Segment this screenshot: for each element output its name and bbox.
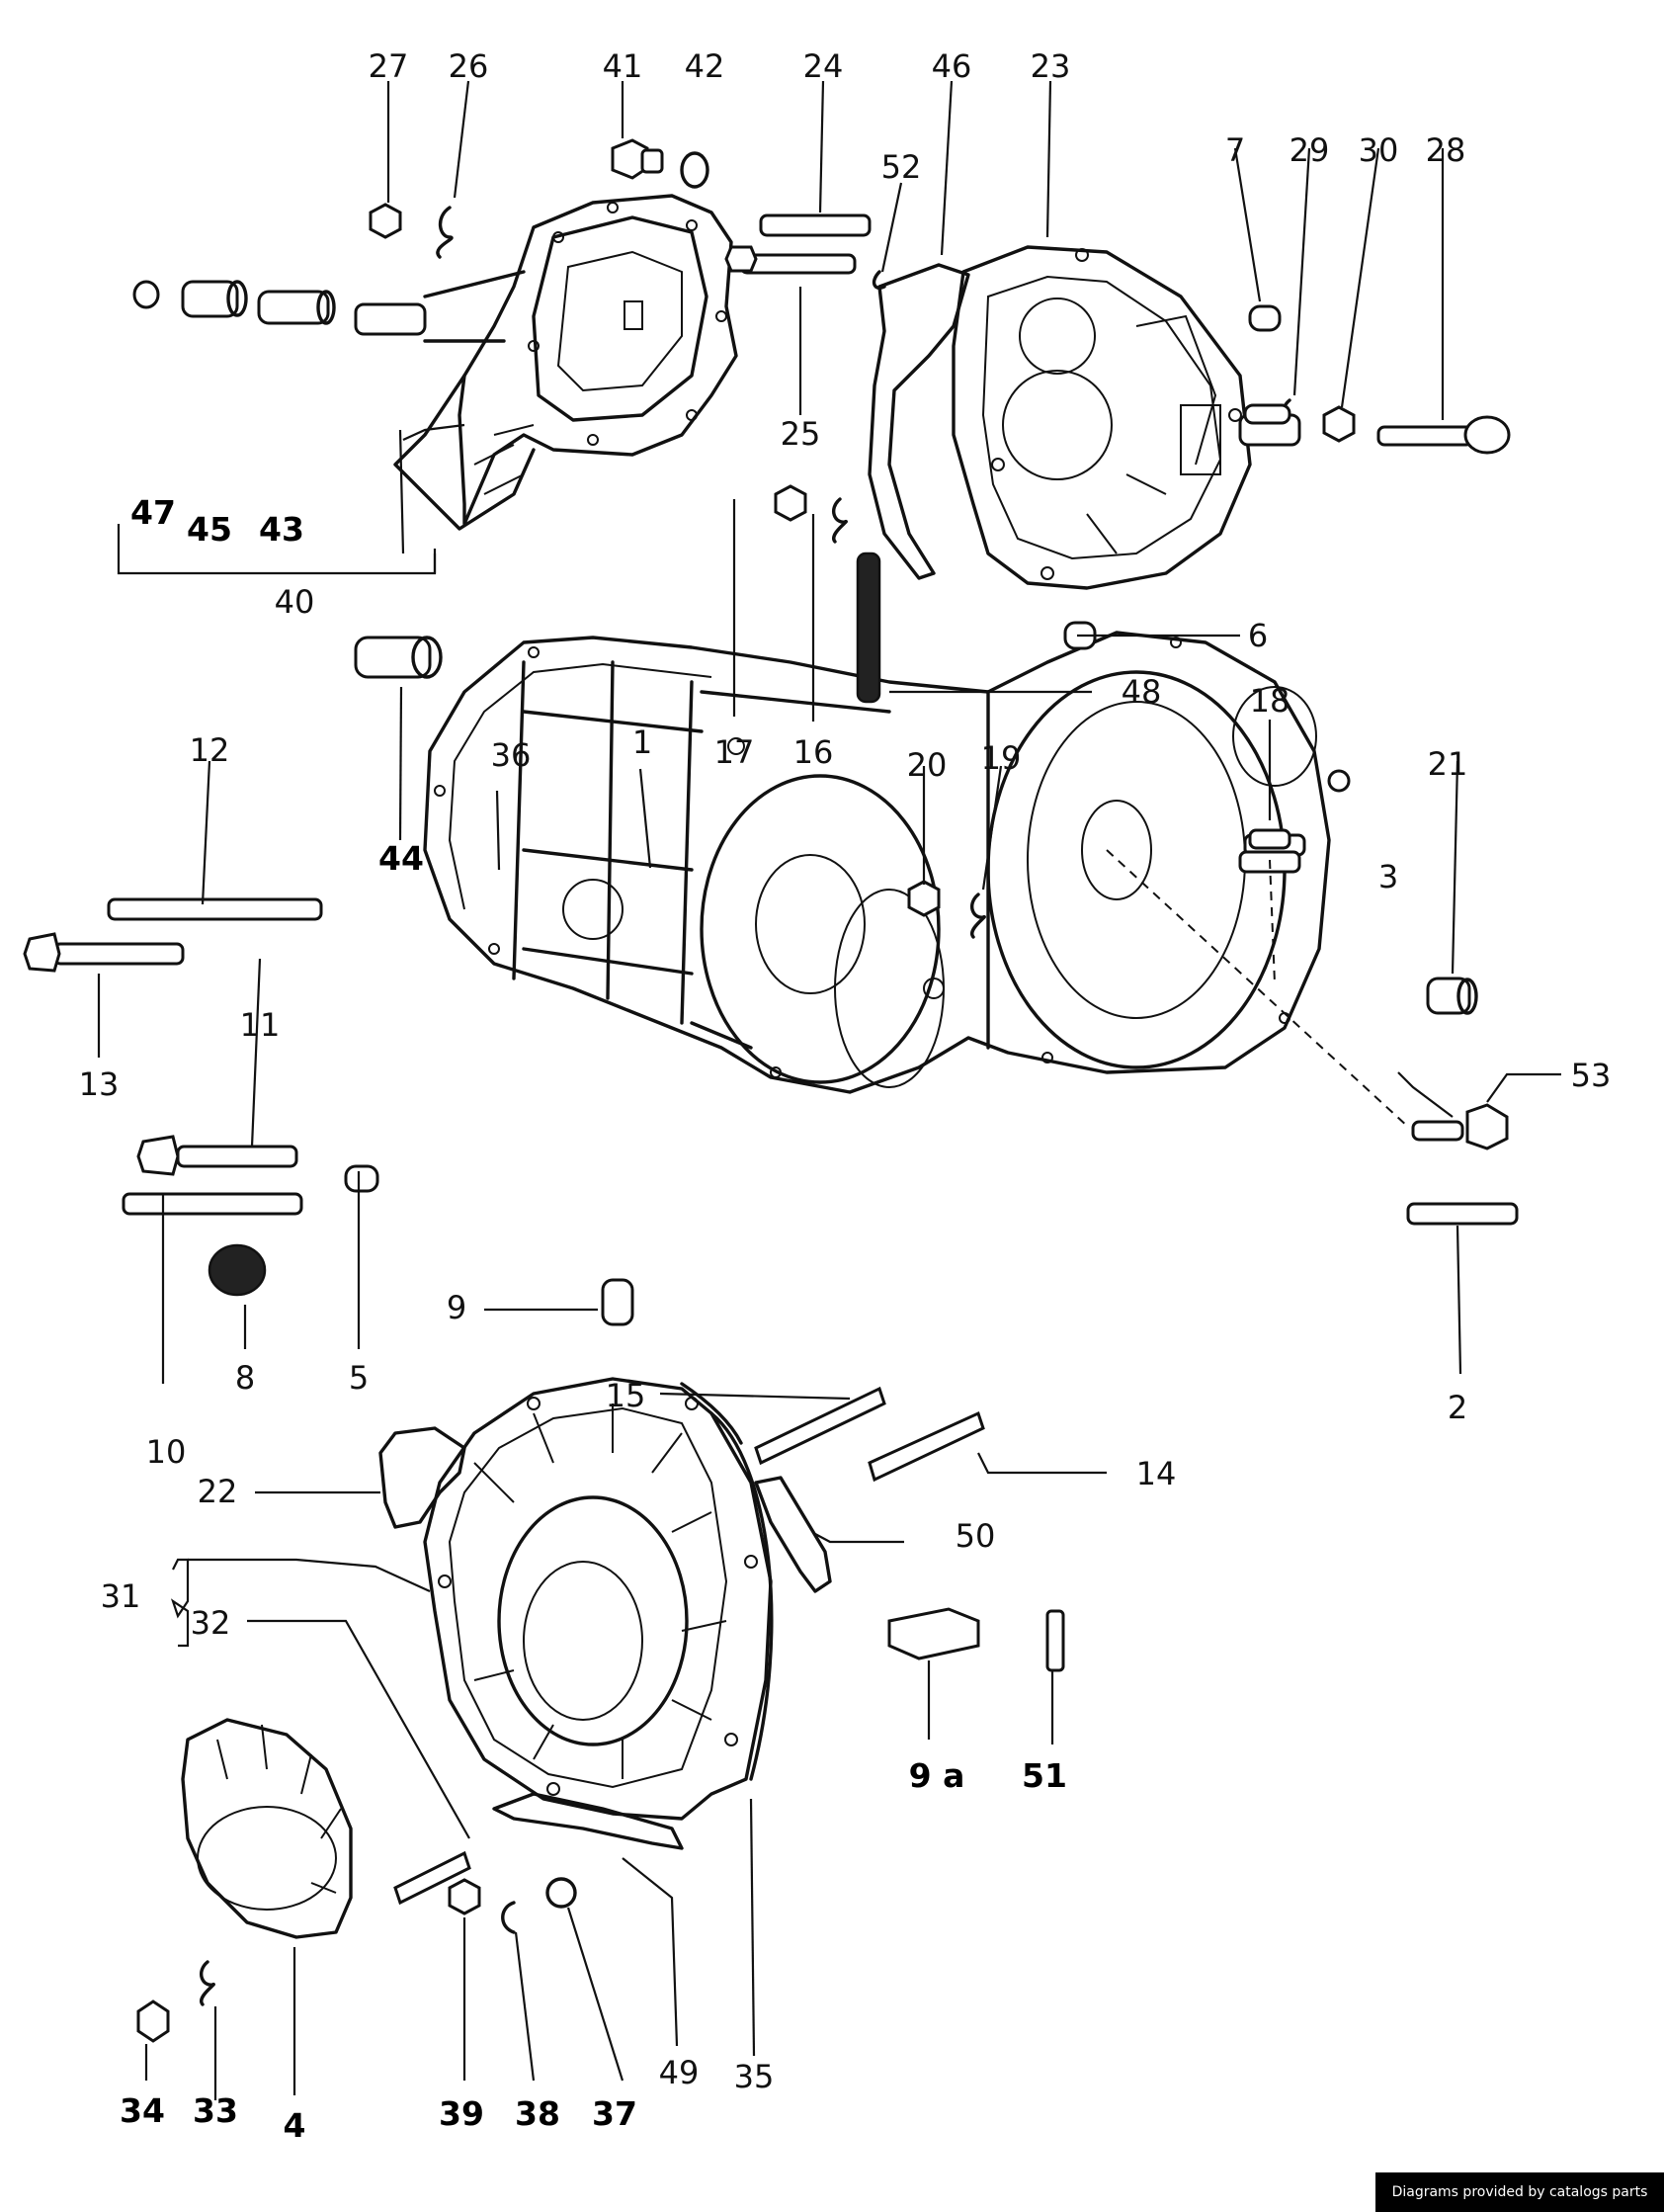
- label-21: 21: [1428, 745, 1468, 783]
- label-16: 16: [793, 733, 834, 771]
- credit-text: Diagrams provided by catalogs parts: [1391, 2184, 1648, 2200]
- label-15: 15: [606, 1377, 646, 1414]
- plate-50-part: [754, 1476, 832, 1593]
- main-transmission-housing-part: [423, 631, 1351, 1094]
- label-18: 18: [1250, 682, 1290, 720]
- bell-housing-part: [423, 1377, 774, 1821]
- label-33: 33: [193, 2091, 238, 2130]
- leader-lines: [97, 80, 1561, 2100]
- label-35: 35: [734, 2058, 775, 2095]
- alignment-line-main: [1106, 849, 1409, 1128]
- label-49: 49: [659, 2054, 700, 2091]
- label-5: 5: [349, 1359, 369, 1397]
- intermediate-housing-part: [952, 245, 1252, 590]
- label-20: 20: [907, 746, 948, 784]
- label-14: 14: [1136, 1455, 1177, 1492]
- label-34: 34: [120, 2091, 165, 2130]
- label-24: 24: [803, 47, 844, 85]
- key-9a-part: [887, 1607, 980, 1660]
- label-27: 27: [369, 47, 409, 85]
- label-10: 10: [146, 1433, 187, 1471]
- label-41: 41: [603, 47, 643, 85]
- label-39: 39: [439, 2094, 484, 2133]
- label-2: 2: [1448, 1389, 1467, 1426]
- label-53: 53: [1571, 1057, 1612, 1094]
- label-30: 30: [1359, 131, 1399, 169]
- label-32: 32: [191, 1604, 231, 1642]
- gasket-46-part: [868, 263, 970, 580]
- bracket-22-part: [378, 1426, 466, 1529]
- label-43: 43: [259, 510, 304, 549]
- label-3: 3: [1378, 858, 1398, 895]
- credit-banner: Diagrams provided by catalogs parts: [1375, 2172, 1664, 2212]
- label-45: 45: [187, 510, 232, 549]
- label-11: 11: [240, 1006, 281, 1044]
- part-drawings: [23, 80, 1561, 2100]
- label-23: 23: [1031, 47, 1071, 85]
- small-fittings-parts: [132, 138, 1478, 2043]
- label-51: 51: [1022, 1756, 1067, 1795]
- label-12: 12: [190, 731, 230, 769]
- label-38: 38: [515, 2094, 560, 2133]
- label-44: 44: [378, 839, 424, 878]
- label-13: 13: [79, 1065, 120, 1103]
- dust-boot-part: [181, 1718, 353, 1939]
- label-1: 1: [632, 723, 652, 761]
- label-4: 4: [284, 2106, 306, 2145]
- callout-labels: 27 26 41 42 24 46 23 52 7 29 30 28 47 45…: [79, 47, 1612, 2145]
- gasket-49-part: [492, 1792, 684, 1850]
- label-25: 25: [781, 415, 821, 453]
- label-26: 26: [449, 47, 489, 85]
- label-40: 40: [275, 583, 315, 621]
- label-31: 31: [101, 1577, 141, 1615]
- label-9: 9: [447, 1289, 466, 1326]
- label-6: 6: [1248, 617, 1268, 654]
- studs-bolts-parts: [23, 213, 1519, 1906]
- alignment-line-dowel: [1269, 859, 1276, 984]
- label-36: 36: [491, 736, 532, 774]
- label-37: 37: [592, 2094, 637, 2133]
- label-19: 19: [981, 739, 1022, 777]
- label-28: 28: [1426, 131, 1466, 169]
- label-52: 52: [881, 148, 922, 186]
- label-47: 47: [130, 493, 176, 532]
- label-46: 46: [932, 47, 972, 85]
- label-50: 50: [956, 1517, 996, 1555]
- label-48: 48: [1122, 673, 1162, 711]
- rear-housing-part: [354, 194, 738, 531]
- label-8: 8: [235, 1359, 255, 1397]
- label-17: 17: [714, 733, 755, 771]
- label-9a: 9 a: [909, 1756, 965, 1795]
- label-7: 7: [1225, 131, 1245, 169]
- label-29: 29: [1290, 131, 1330, 169]
- label-22: 22: [198, 1473, 238, 1510]
- label-42: 42: [685, 47, 725, 85]
